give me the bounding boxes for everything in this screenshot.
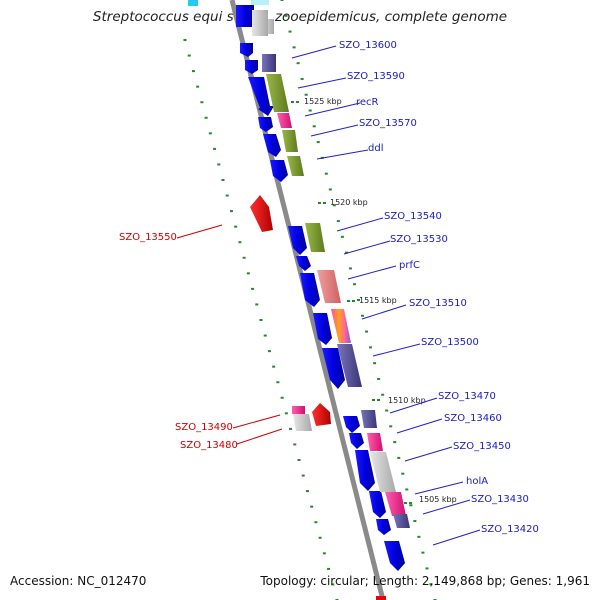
kbp-marker: 1505 kbp bbox=[419, 495, 457, 504]
gene-arrow[interactable] bbox=[248, 77, 274, 116]
gene-label-szo-13530[interactable]: SZO_13530 bbox=[390, 234, 448, 245]
gene-arrow[interactable] bbox=[369, 491, 386, 518]
gene-label-szo-13470[interactable]: SZO_13470 bbox=[438, 391, 496, 402]
kbp-marker: 1515 kbp bbox=[359, 296, 397, 305]
forward-gene-labels: SZO_13600 SZO_13590 recR SZO_13570 ddl S… bbox=[339, 40, 539, 535]
gene-arrow[interactable] bbox=[349, 433, 364, 449]
gene-arrow[interactable] bbox=[240, 43, 253, 57]
gene-label-szo-13420[interactable]: SZO_13420 bbox=[481, 524, 539, 535]
map-title: Streptococcus equi subsp. zooepidemicus,… bbox=[92, 9, 508, 25]
gene-label-ddl[interactable]: ddl bbox=[368, 143, 383, 154]
gene-label-szo-13590[interactable]: SZO_13590 bbox=[347, 71, 405, 82]
cog-block[interactable] bbox=[331, 309, 351, 343]
gene-arrow[interactable] bbox=[322, 348, 345, 389]
kbp-marker: 1525 kbp bbox=[304, 97, 342, 106]
gene-label-szo-13430[interactable]: SZO_13430 bbox=[471, 494, 529, 505]
gene-arrow[interactable] bbox=[245, 60, 258, 74]
cog-block[interactable] bbox=[361, 410, 377, 428]
gene-arrow[interactable] bbox=[288, 226, 307, 255]
gene-label-szo-13480[interactable]: SZO_13480 bbox=[180, 440, 238, 451]
cog-block[interactable] bbox=[266, 74, 289, 112]
gene-arrow[interactable] bbox=[384, 541, 405, 571]
gene-arrow-reverse[interactable] bbox=[250, 195, 273, 232]
gene-arrow[interactable] bbox=[300, 273, 320, 307]
gene-arrow[interactable] bbox=[313, 313, 332, 345]
cog-block[interactable] bbox=[287, 156, 304, 176]
kbp-marker: 1510 kbp bbox=[388, 396, 426, 405]
cog-block[interactable] bbox=[393, 514, 410, 528]
reverse-label-leaders bbox=[176, 224, 283, 445]
gene-arrow[interactable] bbox=[270, 160, 288, 182]
cog-block[interactable] bbox=[367, 433, 383, 451]
cog-block[interactable] bbox=[293, 414, 312, 431]
forward-label-leaders bbox=[291, 45, 481, 546]
genome-summary-text: Topology: circular; Length: 2,149,868 bp… bbox=[260, 574, 590, 588]
gene-label-prfc[interactable]: prfC bbox=[399, 260, 420, 271]
accession-text: Accession: NC_012470 bbox=[10, 574, 147, 588]
gene-track-forward bbox=[240, 43, 405, 571]
cog-block[interactable] bbox=[292, 406, 305, 414]
offscreen-features bbox=[188, 0, 274, 36]
gene-arrow[interactable] bbox=[343, 416, 360, 433]
cog-block[interactable] bbox=[376, 596, 386, 600]
gene-label-hola[interactable]: holA bbox=[466, 476, 488, 487]
cog-block[interactable] bbox=[337, 344, 362, 387]
cog-block[interactable] bbox=[282, 130, 298, 152]
gene-arrow[interactable] bbox=[263, 134, 281, 157]
gene-label-szo-13460[interactable]: SZO_13460 bbox=[444, 413, 502, 424]
gene-label-szo-13500[interactable]: SZO_13500 bbox=[421, 337, 479, 348]
gene-label-recr[interactable]: recR bbox=[356, 97, 379, 108]
gene-arrow-reverse[interactable] bbox=[312, 403, 331, 426]
cog-block[interactable] bbox=[277, 113, 292, 128]
gene-label-szo-13510[interactable]: SZO_13510 bbox=[409, 298, 467, 309]
gene-label-szo-13490[interactable]: SZO_13490 bbox=[175, 422, 233, 433]
cog-block[interactable] bbox=[305, 223, 325, 252]
gene-label-szo-13550[interactable]: SZO_13550 bbox=[119, 232, 177, 243]
cog-block[interactable] bbox=[370, 452, 396, 492]
cog-block[interactable] bbox=[385, 492, 406, 516]
cog-block[interactable] bbox=[262, 54, 276, 72]
kbp-marker: 1520 kbp bbox=[330, 198, 368, 207]
gene-track-colored bbox=[262, 54, 410, 528]
kbp-scale-ticks: 1525 kbp 1520 kbp 1515 kbp 1510 kbp 1505… bbox=[291, 97, 457, 504]
gene-label-szo-13450[interactable]: SZO_13450 bbox=[453, 441, 511, 452]
gene-arrow[interactable] bbox=[355, 450, 375, 491]
gene-label-szo-13540[interactable]: SZO_13540 bbox=[384, 211, 442, 222]
cog-block[interactable] bbox=[317, 270, 341, 303]
gene-arrow[interactable] bbox=[296, 256, 311, 271]
gene-label-szo-13570[interactable]: SZO_13570 bbox=[359, 118, 417, 129]
gene-arrow[interactable] bbox=[258, 117, 273, 132]
outer-dotted-track bbox=[183, 39, 339, 600]
gene-track-reverse bbox=[250, 195, 386, 600]
gene-label-szo-13600[interactable]: SZO_13600 bbox=[339, 40, 397, 51]
reverse-gene-labels: SZO_13550 SZO_13490 SZO_13480 bbox=[119, 232, 238, 451]
gene-arrow[interactable] bbox=[376, 519, 391, 535]
